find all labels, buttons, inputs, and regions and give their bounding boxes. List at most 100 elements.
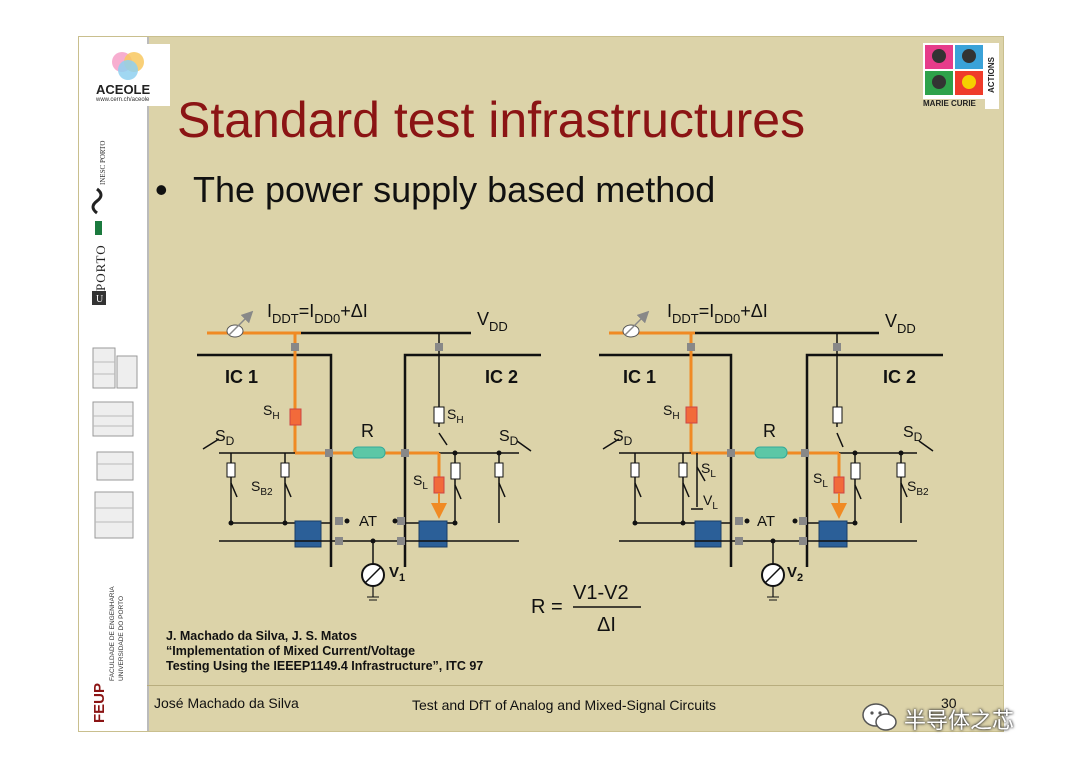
- bullet-text: The power supply based method: [193, 169, 716, 210]
- left-ic1-label: IC 1: [225, 367, 258, 387]
- right-sd-label: S: [613, 428, 624, 445]
- left-r-label: R: [361, 421, 374, 441]
- svg-text:SD: SD: [215, 428, 235, 448]
- left-plus: +ΔI: [340, 301, 368, 321]
- watermark-text: 半导体之芯: [904, 709, 1015, 734]
- right-vl-sub: L: [712, 501, 718, 512]
- slide: INESC PORTO U PORTO FEUP FACULDADE DE EN…: [78, 36, 1004, 732]
- right-circuit: [599, 310, 943, 601]
- left-eq: =I: [299, 301, 315, 321]
- svg-text:SH: SH: [263, 402, 280, 422]
- left-sd-sub: D: [226, 434, 235, 448]
- inesc-logo: INESC PORTO: [91, 125, 107, 235]
- right-at-label: AT: [757, 513, 775, 530]
- building-illustration: [92, 347, 138, 539]
- right-sd2-label: S: [903, 424, 914, 441]
- svg-text:SB2: SB2: [251, 478, 273, 498]
- formula-numerator: V1-V2: [573, 582, 629, 604]
- left-ic2-label: IC 2: [485, 367, 518, 387]
- left-sh-label: S: [263, 402, 272, 418]
- right-v-label: V: [787, 564, 797, 581]
- footer-author: José Machado da Silva: [154, 695, 299, 711]
- left-idd0-sub: DD0: [314, 311, 340, 326]
- left-sh2-sub: H: [456, 415, 463, 426]
- reference-line2: “Implementation of Mixed Current/Voltage: [166, 644, 416, 658]
- aceole-logo: ACEOLE www.cern.ch/aceole: [90, 44, 170, 106]
- right-sb2-sub: B2: [916, 487, 929, 498]
- left-vdd: V: [477, 309, 489, 329]
- right-iddt-sub: DDT: [672, 311, 699, 326]
- svg-text:SH: SH: [447, 406, 464, 426]
- svg-text:U: U: [96, 294, 104, 305]
- wechat-icon: [862, 703, 897, 731]
- right-sl-a-label: S: [701, 460, 710, 476]
- formula-denominator: ΔI: [597, 614, 616, 636]
- reference-line1: J. Machado da Silva, J. S. Matos: [166, 629, 358, 643]
- slide-title: Standard test infrastructures: [177, 92, 806, 148]
- right-sb2-label: S: [907, 478, 916, 494]
- footer-page-number: 30: [941, 695, 957, 711]
- left-v-sub: 1: [399, 572, 405, 584]
- left-sh2-label: S: [447, 406, 456, 422]
- formula: R = V1-V2 ΔI: [531, 582, 641, 636]
- right-sd-sub: D: [624, 434, 633, 448]
- right-v-sub: 2: [797, 572, 803, 584]
- left-sl-label: S: [413, 472, 422, 488]
- svg-text:SD: SD: [903, 424, 923, 444]
- svg-text:SD: SD: [613, 428, 633, 448]
- right-sh-label: S: [663, 402, 672, 418]
- svg-text:V1: V1: [389, 564, 405, 584]
- formula-lhs: R =: [531, 596, 563, 618]
- right-sl-b-label: S: [813, 470, 822, 486]
- sidebar-logos: INESC PORTO U PORTO FEUP FACULDADE DE EN…: [79, 37, 149, 731]
- svg-text:VDD: VDD: [885, 311, 916, 336]
- right-ic1-label: IC 1: [623, 367, 656, 387]
- right-vdd-sub: DD: [897, 321, 916, 336]
- footer-course: Test and DfT of Analog and Mixed-Signal …: [412, 697, 717, 713]
- svg-text:IDDT=IDD0+ΔI: IDDT=IDD0+ΔI: [667, 301, 768, 326]
- left-at-label: AT: [359, 513, 377, 530]
- svg-text:V2: V2: [787, 564, 803, 584]
- right-vl-label: V: [703, 492, 713, 508]
- svg-text:SL: SL: [701, 460, 716, 480]
- svg-text:VL: VL: [703, 492, 718, 512]
- left-v-label: V: [389, 564, 399, 581]
- footer-divider: [147, 685, 1003, 686]
- right-idd0-sub: DD0: [714, 311, 740, 326]
- left-sl-sub: L: [422, 481, 428, 492]
- left-vdd-sub: DD: [489, 319, 508, 334]
- left-iddt-sub: DDT: [272, 311, 299, 326]
- left-sb2-label: S: [251, 478, 260, 494]
- left-sh-sub: H: [272, 411, 279, 422]
- svg-text:SH: SH: [663, 402, 680, 422]
- right-r-label: R: [763, 421, 776, 441]
- svg-text:SL: SL: [813, 470, 828, 490]
- svg-text:SD: SD: [499, 428, 519, 448]
- right-sl-b-sub: L: [822, 479, 828, 490]
- left-sd2-label: S: [499, 428, 510, 445]
- left-circuit: [197, 310, 541, 601]
- svg-text:SL: SL: [413, 472, 428, 492]
- svg-text:SB2: SB2: [907, 478, 929, 498]
- right-iddt: I: [667, 301, 672, 321]
- right-sh-sub: H: [672, 411, 679, 422]
- reference-line3: Testing Using the IEEEP1149.4 Infrastruc…: [166, 659, 484, 673]
- right-sl-a-sub: L: [710, 469, 716, 480]
- left-sd-label: S: [215, 428, 226, 445]
- marie-curie-logo: MARIE CURIE ACTIONS: [923, 43, 999, 109]
- right-plus: +ΔI: [740, 301, 768, 321]
- right-sd2-sub: D: [914, 430, 923, 444]
- uporto-logo: U PORTO: [91, 244, 109, 316]
- aceole-name: ACEOLE: [96, 82, 151, 97]
- right-vdd: V: [885, 311, 897, 331]
- svg-text:IDDT=IDD0+ΔI: IDDT=IDD0+ΔI: [267, 301, 368, 326]
- left-sd2-sub: D: [510, 434, 519, 448]
- marie-curie-text: MARIE CURIE: [923, 99, 976, 108]
- reference: J. Machado da Silva, J. S. Matos “Implem…: [166, 629, 483, 674]
- circuit-diagram: IDDT=IDD0+ΔI VDD IC 1 IC 2 R AT V1 SH SH…: [197, 301, 943, 636]
- left-sb2-sub: B2: [260, 487, 273, 498]
- left-iddt: I: [267, 301, 272, 321]
- svg-text:VDD: VDD: [477, 309, 508, 334]
- aceole-url: www.cern.ch/aceole: [96, 97, 150, 103]
- right-ic2-label: IC 2: [883, 367, 916, 387]
